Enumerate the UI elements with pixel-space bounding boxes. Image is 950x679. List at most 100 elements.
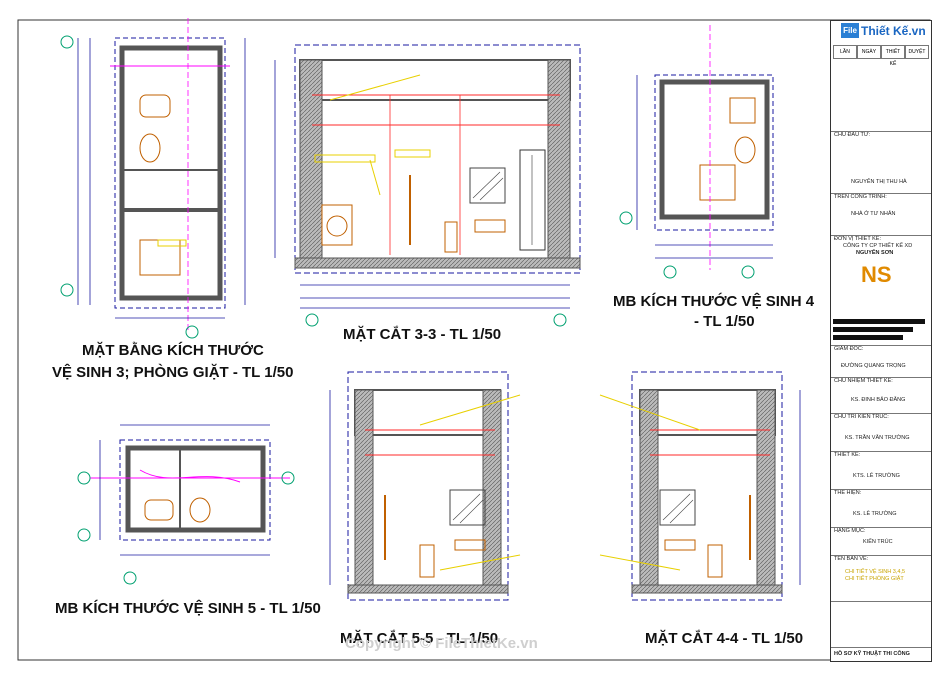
section-55-mirror xyxy=(449,489,486,526)
section-44 xyxy=(599,371,801,601)
section-44-ceiling xyxy=(639,389,776,436)
design-name: KTS. LÊ TRƯỜNG xyxy=(853,473,900,479)
designer-label: ĐƠN VỊ THIẾT KẾ: xyxy=(834,236,881,242)
plan-vs3-outline xyxy=(114,37,226,309)
company-line1: CÔNG TY CP THIẾT KẾ XD xyxy=(843,243,913,249)
section-33-yellow-note-2 xyxy=(394,149,431,158)
redacted-bar-2 xyxy=(833,327,913,332)
watermark: Copyright © FileThietKe.vn xyxy=(345,635,538,652)
title-block: File Thiết Kế.vn LẦN NGÀY THIẾT KẾ DUYỆT… xyxy=(830,20,932,662)
plan-vs3-toilet xyxy=(139,133,161,163)
section-33-wall-left xyxy=(299,59,323,259)
design-row: THIẾT KẾ: KTS. LÊ TRƯỜNG xyxy=(831,451,931,488)
grid-bubble-x-vs4-left xyxy=(663,265,677,279)
chief-arch-label: CHỦ TRÌ KIẾN TRÚC: xyxy=(834,414,889,420)
title-section-55: MẶT CẮT 5-5 - TL 1/50 xyxy=(340,630,499,647)
chief-arch-name: KS. TRẦN VĂN TRƯỜNG xyxy=(845,435,910,441)
section-55-yellow-leader xyxy=(419,394,521,426)
rev-col-lan: LẦN xyxy=(833,45,857,59)
rev-col-thietke: THIẾT KẾ xyxy=(881,45,905,67)
project-row: TRÊN CÔNG TRÌNH: NHÀ Ở TƯ NHÂN xyxy=(831,193,931,234)
chief-row: CHỦ NHIỆM THIẾT KẾ: KS. ĐINH BẢO ĐĂNG xyxy=(831,377,931,412)
section-33 xyxy=(274,44,581,327)
section-44-mirror-hatch xyxy=(662,493,694,524)
section-33-mirror xyxy=(469,167,506,204)
designer-row: ĐƠN VỊ THIẾT KẾ: CÔNG TY CP THIẾT KẾ XD … xyxy=(831,235,931,316)
plan-vs4-walls xyxy=(659,79,770,220)
section-33-washer xyxy=(321,204,353,246)
grid-bubble-x1-s33 xyxy=(305,313,319,327)
grid-bubble-x2-s33 xyxy=(553,313,567,327)
draw-row: THỂ HIỆN: KS. LÊ TRƯỜNG xyxy=(831,489,931,526)
ns-logo: NS xyxy=(861,262,892,287)
plan-vs5 xyxy=(77,424,295,585)
rev-col-ngay: NGÀY xyxy=(857,45,881,59)
filethietke-logo: File Thiết Kế.vn xyxy=(831,21,931,43)
grid-bubble-vs5-x xyxy=(123,571,137,585)
company-line2: NGUYÊN SƠN xyxy=(856,250,894,256)
grid-bubble-y1 xyxy=(60,35,74,49)
redacted-bar-1 xyxy=(833,319,925,324)
category-label: HẠNG MỤC: xyxy=(834,528,866,534)
title-plan-vs3-line2: VỆ SINH 3; PHÒNG GIẶT - TL 1/50 xyxy=(52,364,294,381)
logo-text: Thiết Kế.vn xyxy=(861,24,926,38)
title-plan-vs4-line1: MB KÍCH THƯỚC VỆ SINH 4 xyxy=(613,293,815,310)
section-55-wall-right xyxy=(482,389,502,586)
drawing-name-row: TÊN BẢN VẼ: CHI TIẾT VỆ SINH 3,4,5 CHI T… xyxy=(831,555,931,600)
drawing-name-1: CHI TIẾT VỆ SINH 3,4,5 xyxy=(845,569,906,575)
section-44-floor xyxy=(631,584,783,594)
grid-bubble-vs5-left xyxy=(77,471,91,485)
chief-arch-row: CHỦ TRÌ KIẾN TRÚC: KS. TRẦN VĂN TRƯỜNG xyxy=(831,413,931,450)
section-33-ceiling xyxy=(299,59,571,101)
section-55-ceiling xyxy=(354,389,501,436)
plan-vs4-outline xyxy=(654,74,774,231)
director-row: GIÁM ĐỐC: ĐƯỜNG QUANG TRỌNG xyxy=(831,345,931,376)
plan-vs4-shower xyxy=(699,164,736,201)
plan-vs5-sink xyxy=(144,499,174,521)
sheet-number-row xyxy=(831,601,931,646)
grid-bubble-x3 xyxy=(185,325,199,339)
title-section-33: MẶT CẮT 3-3 - TL 1/50 xyxy=(343,326,502,343)
director-name: ĐƯỜNG QUANG TRỌNG xyxy=(841,363,906,369)
section-33-floor xyxy=(294,257,581,269)
plan-vs4-sink xyxy=(729,97,756,124)
project-label: TRÊN CÔNG TRÌNH: xyxy=(834,194,887,200)
section-55-basin xyxy=(454,539,486,551)
plan-vs4-toilet xyxy=(734,136,756,164)
footer-row: HỒ SƠ KỸ THUẬT THI CÔNG xyxy=(831,647,931,662)
section-33-wall-right xyxy=(547,59,571,259)
section-55-toilet xyxy=(419,544,435,578)
chief-name: KS. ĐINH BẢO ĐĂNG xyxy=(851,397,906,403)
grid-bubble-y2 xyxy=(60,283,74,297)
grid-bubble-vs5-right xyxy=(281,471,295,485)
section-55-yellow-leader-2 xyxy=(439,554,521,571)
redacted-bar-3 xyxy=(833,335,903,340)
rev-col-duyet: DUYỆT xyxy=(905,45,929,59)
section-55-mirror-hatch xyxy=(452,493,484,524)
section-44-wall-left xyxy=(639,389,659,586)
draw-label: THỂ HIỆN: xyxy=(834,490,862,496)
logo-file: File xyxy=(841,23,859,38)
drawing-label: TÊN BẢN VẼ: xyxy=(834,556,869,562)
revision-table: LẦN NGÀY THIẾT KẾ DUYỆT xyxy=(833,45,929,85)
plan-vs3-sink xyxy=(139,94,171,118)
plan-vs3-shower xyxy=(139,239,181,276)
plan-vs5-toilet xyxy=(189,497,211,523)
drawing-name-2: CHI TIẾT PHÒNG GIẶT xyxy=(845,576,904,582)
grid-bubble-vs5-y xyxy=(77,528,91,542)
draw-name: KS. LÊ TRƯỜNG xyxy=(853,511,897,517)
section-44-toilet xyxy=(707,544,723,578)
section-44-wall-right xyxy=(756,389,776,586)
section-33-door xyxy=(519,149,546,251)
footer-text: HỒ SƠ KỸ THUẬT THI CÔNG xyxy=(834,651,910,657)
section-44-mirror xyxy=(659,489,696,526)
section-44-frame xyxy=(631,371,783,601)
category-row: HẠNG MỤC: KIẾN TRÚC xyxy=(831,527,931,554)
plan-vs5-outline xyxy=(119,439,271,541)
section-33-basin xyxy=(474,219,506,233)
plan-vs5-magenta-pipe-2 xyxy=(139,469,241,483)
category-name: KIẾN TRÚC xyxy=(863,539,893,545)
section-44-basin xyxy=(664,539,696,551)
